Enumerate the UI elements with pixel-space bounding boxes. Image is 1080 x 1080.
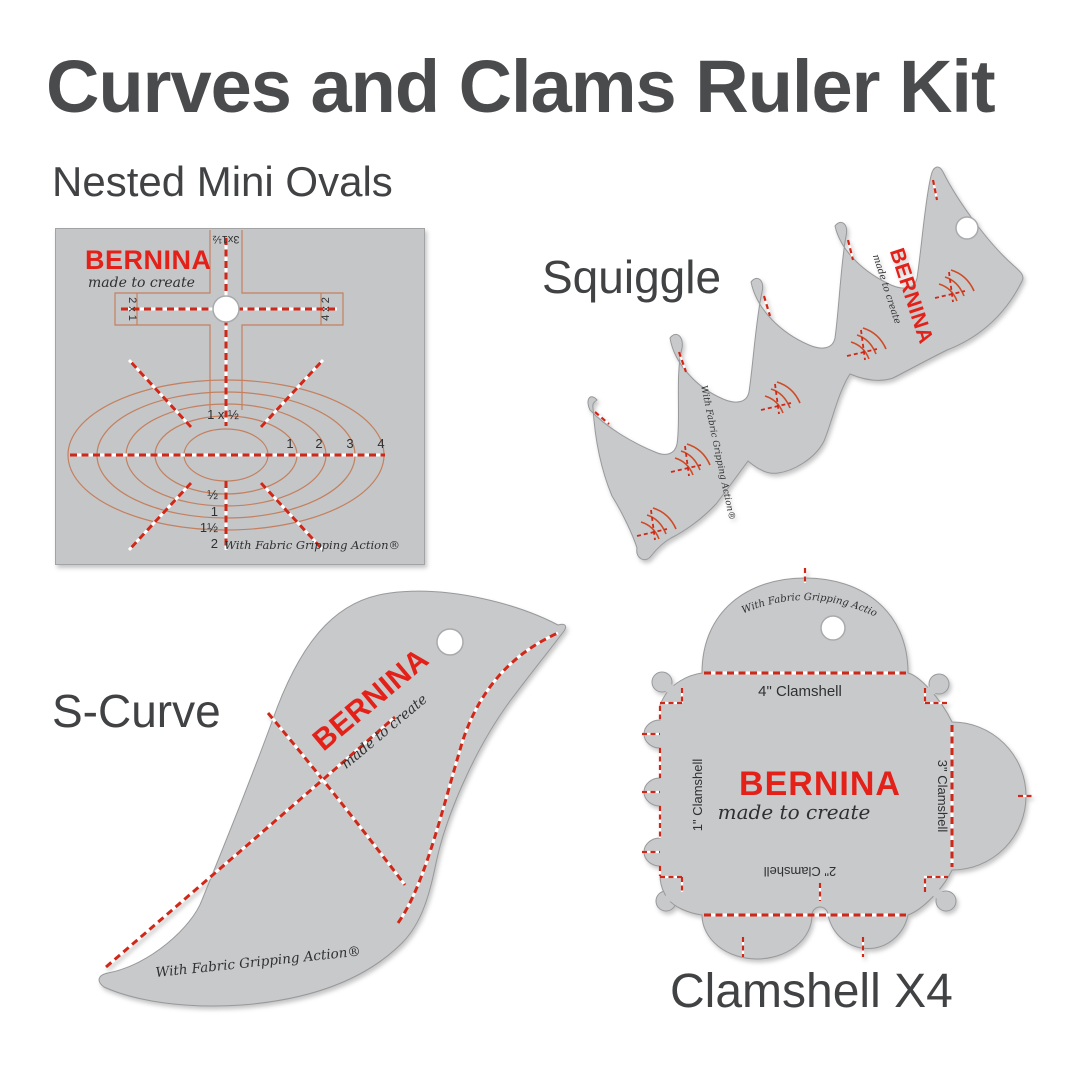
vertical-scale: ½ 1 1½ 2 [200,487,218,551]
svg-text:4: 4 [377,436,384,451]
svg-text:1: 1 [211,504,218,519]
label-squiggle: Squiggle [542,251,722,303]
svg-text:2: 2 [211,536,218,551]
mark-2x1: 2 x 1 [126,297,138,321]
bernina-tagline: made to create [718,800,871,824]
svg-text:½: ½ [207,487,218,502]
label-clamshell-x4: Clamshell X4 [670,965,953,1018]
label-s-curve: S-Curve [52,685,221,737]
squiggle-ruler: BERNINA made to create With Fabric Gripp… [587,166,1024,561]
mark-2in-clamshell: 2" Clamshell [764,864,837,879]
hanging-hole [436,628,464,656]
clamshell-ruler: With Fabric Gripping Action® 4" Clamshel… [618,565,1034,960]
svg-text:2: 2 [315,436,322,451]
svg-text:1½: 1½ [200,520,218,535]
cross-guide-outline [114,230,344,410]
bernina-logo: BERNINA [739,765,901,803]
svg-text:3: 3 [346,436,353,451]
svg-text:1: 1 [286,436,293,451]
hanging-hole [212,295,240,323]
page-title: Curves and Clams Ruler Kit [46,45,996,128]
nested-mini-ovals-ruler: BERNINA made to create 3x1½ 2 x 1 4 x 2 … [55,228,425,565]
hanging-hole [820,615,846,641]
bernina-logo: BERNINA [85,245,212,275]
mark-3in-clamshell: 3" Clamshell [935,760,950,833]
ruler-body [587,166,1024,561]
mark-4in-clamshell: 4" Clamshell [758,683,842,700]
ruler-body [98,590,567,1007]
mark-3x1half: 3x1½ [213,233,240,245]
mark-4x2: 4 x 2 [320,297,332,321]
hanging-hole [955,216,979,240]
bernina-tagline: made to create [88,275,195,291]
label-nested-mini-ovals: Nested Mini Ovals [52,158,393,205]
mark-1in-clamshell: 1" Clamshell [690,759,705,832]
horizontal-scale: 1 2 3 4 [286,436,384,451]
gripping-note: With Fabric Gripping Action® [224,538,400,552]
s-curve-ruler: BERNINA made to create With Fabric Gripp… [98,590,567,1007]
ruler-plate [55,228,425,565]
mark-1xhalf: 1 x ½ [207,407,239,422]
